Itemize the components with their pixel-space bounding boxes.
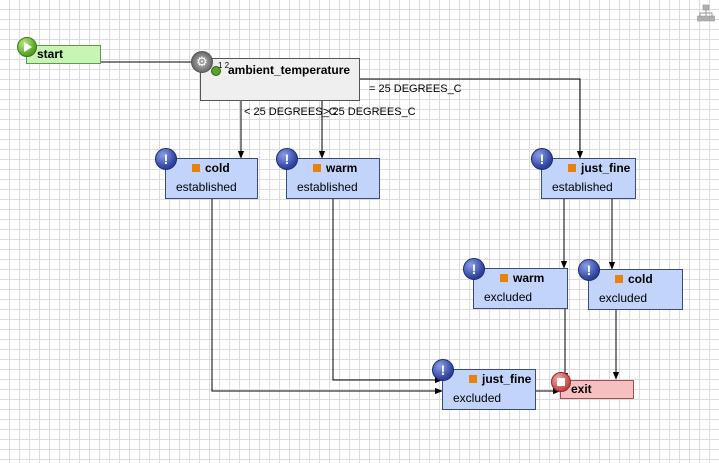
exit-node[interactable]: exit — [560, 380, 634, 399]
state-just-fine-established[interactable]: just_fine established — [541, 158, 636, 199]
edge-warm-to-just-fine-excluded — [332, 199, 443, 384]
alert-icon: ! — [432, 359, 454, 381]
play-icon — [17, 37, 37, 57]
state-status: excluded — [453, 391, 502, 405]
gear-icon: ⚙ — [191, 51, 213, 73]
exit-label: exit — [571, 382, 592, 396]
decision-label: ambient_temperature — [228, 63, 351, 77]
state-status: established — [176, 180, 237, 194]
state-status: excluded — [484, 290, 533, 304]
state-title: just_fine — [469, 372, 531, 386]
edge-cold-to-just-fine-excluded — [211, 199, 443, 395]
state-warm-established[interactable]: warm established — [286, 158, 380, 199]
alert-icon: ! — [531, 148, 553, 170]
state-warm-excluded[interactable]: warm excluded — [473, 268, 568, 309]
decision-ambient-temperature[interactable]: ambient_temperature — [200, 58, 360, 101]
edge-decision-to-just-fine — [360, 78, 584, 159]
state-cold-established[interactable]: cold established — [165, 158, 258, 199]
hierarchy-icon[interactable] — [697, 4, 715, 22]
state-title: cold — [615, 272, 653, 286]
state-title: just_fine — [568, 161, 630, 175]
state-status: excluded — [599, 291, 648, 305]
state-title: warm — [500, 271, 544, 285]
state-cold-excluded[interactable]: cold excluded — [588, 269, 683, 310]
state-status: established — [297, 180, 358, 194]
state-title: warm — [313, 161, 357, 175]
port-dot-icon — [211, 66, 221, 76]
alert-icon: ! — [578, 259, 600, 281]
alert-icon: ! — [155, 148, 177, 170]
stop-icon — [551, 372, 571, 392]
edge-label-equal: = 25 DEGREES_C — [369, 83, 462, 95]
port-numbers: 1 2 — [218, 61, 230, 70]
state-title: cold — [192, 161, 230, 175]
alert-icon: ! — [276, 148, 298, 170]
start-label: start — [37, 47, 64, 61]
alert-icon: ! — [463, 258, 485, 280]
edge-label-greater-than: > 25 DEGREES_C — [323, 106, 416, 118]
edge-label-less-than: < 25 DEGREES_C — [244, 106, 337, 118]
start-node[interactable]: start — [26, 45, 101, 64]
state-status: established — [552, 180, 613, 194]
state-just-fine-excluded[interactable]: just_fine excluded — [442, 369, 536, 410]
